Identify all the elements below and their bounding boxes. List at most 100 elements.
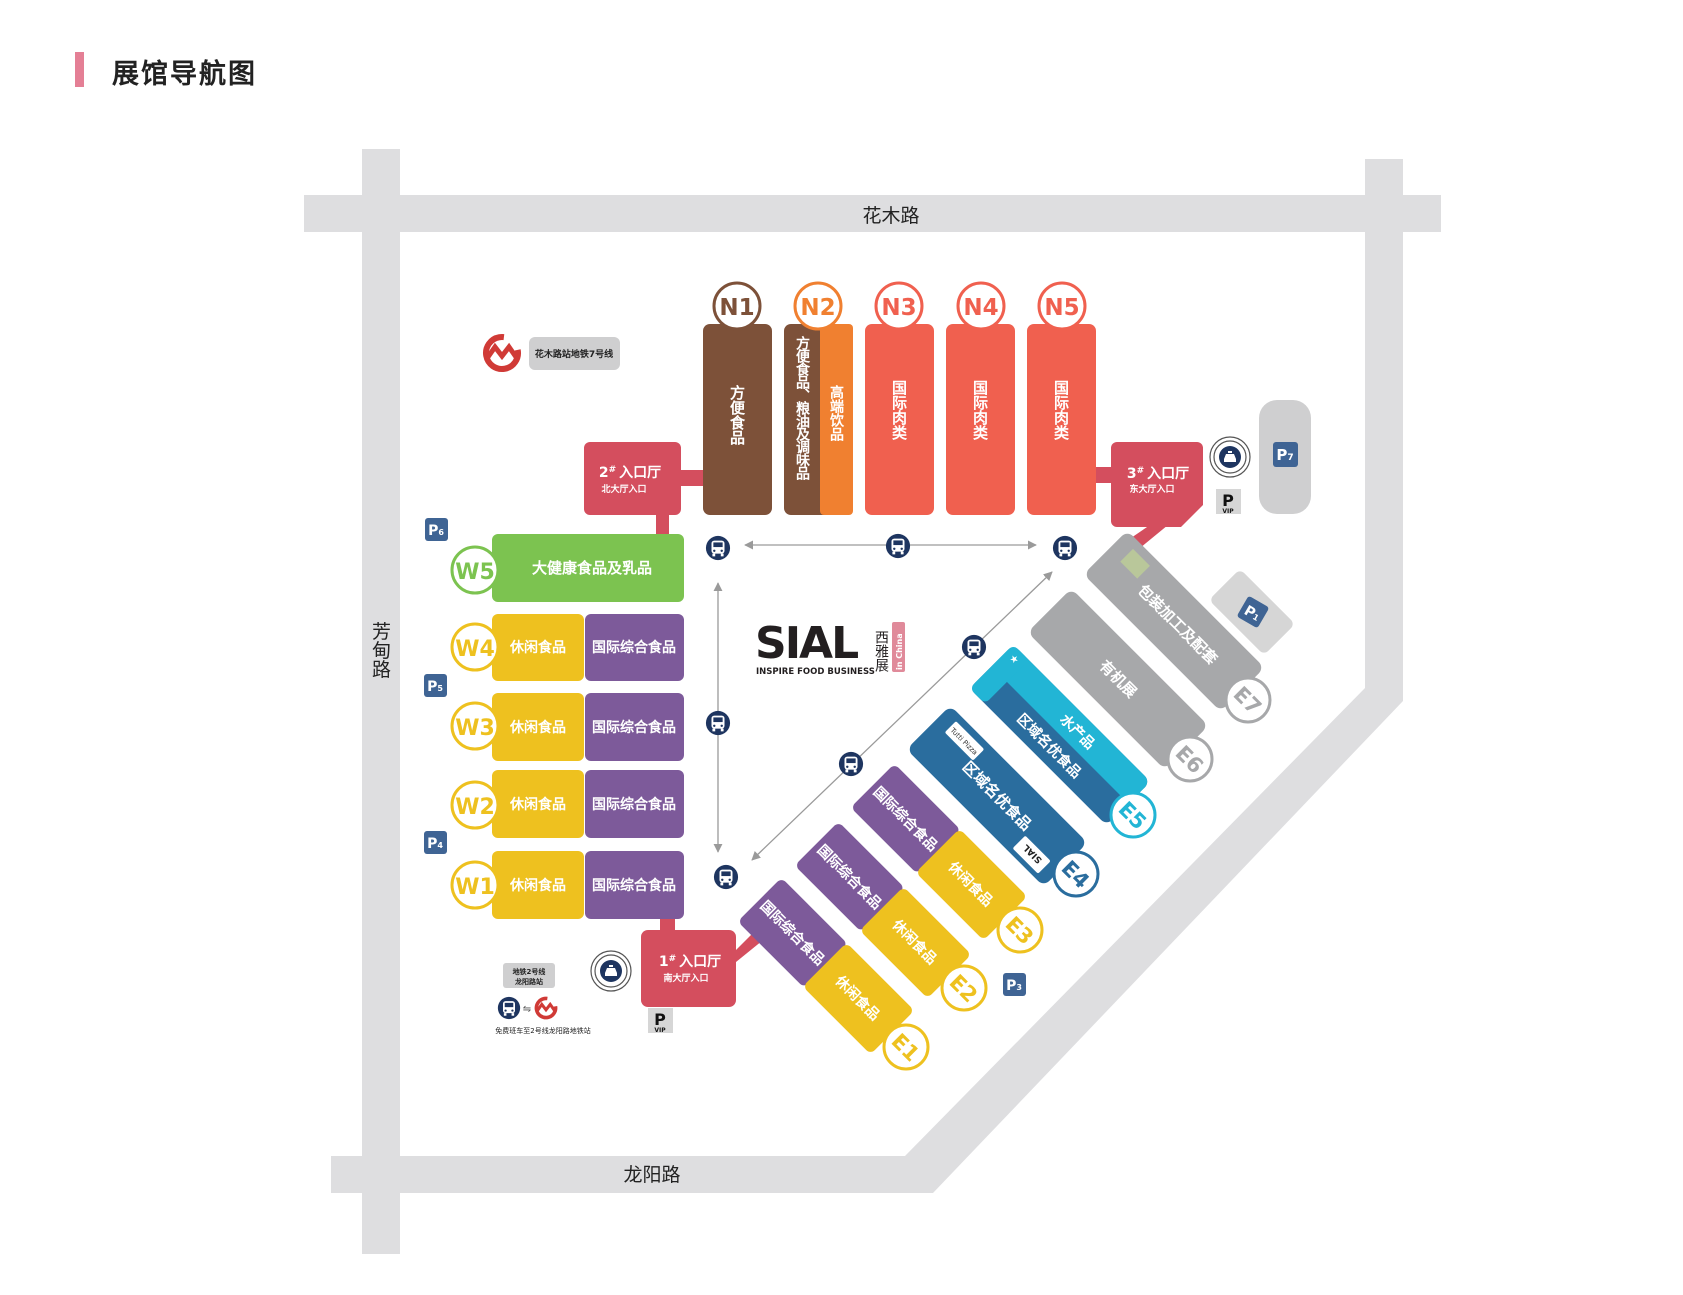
swap-icon: ⇋ [523, 1004, 531, 1015]
bus-stop-icon[interactable] [885, 533, 911, 559]
hall-label: 休闲食品 [509, 719, 566, 736]
hall-N4[interactable]: 国际肉类 N4 [946, 281, 1015, 515]
exhibit-thumbnail [1120, 548, 1150, 579]
hall-label: 方便食品、粮油及调味品 [794, 335, 810, 481]
bus-stop-icon[interactable] [961, 634, 987, 660]
shuttle-bus-icon [497, 996, 521, 1020]
hall-label-2: 高端饮品 [828, 384, 845, 442]
bus-stop-icon[interactable] [713, 864, 739, 890]
road-west [362, 149, 400, 1254]
road-label-north: 花木路 [862, 205, 919, 227]
road-east [1365, 159, 1403, 701]
entrance-number: 2 [599, 465, 609, 481]
hall-W4[interactable]: 休闲食品 国际综合食品 W4 [450, 614, 684, 681]
svg-text:P4: P4 [427, 836, 443, 852]
hall-id: N3 [881, 295, 916, 321]
sial-brand: SIAL [755, 618, 858, 669]
entrance-number: 3 [1127, 466, 1137, 482]
entrance-number: 1 [659, 954, 669, 970]
hall-label: 国际肉类 [890, 380, 908, 441]
hall-E1[interactable]: 国际综合食品 休闲食品 [738, 878, 915, 1055]
hall-N3[interactable]: 国际肉类 N3 [865, 281, 934, 515]
road-north [304, 195, 1441, 232]
title-accent-bar [75, 52, 84, 87]
metro-north-pill [529, 337, 620, 370]
hall-W2[interactable]: 休闲食品 国际综合食品 W2 [450, 770, 684, 838]
metro-icon [534, 996, 558, 1020]
entrance-1[interactable]: 1#入口厅 南大厅入口 [641, 930, 736, 1007]
entrance-sub: 北大厅入口 [601, 483, 646, 495]
hall-id: N4 [963, 295, 998, 321]
hall-N1[interactable]: 方便食品 N1 [703, 281, 772, 515]
hall-N2[interactable]: 方便食品、粮油及调味品 高端饮品 N2 [784, 281, 853, 515]
hall-label: 国际肉类 [971, 380, 989, 441]
hall-label: 休闲食品 [509, 877, 566, 894]
bus-stop-icon[interactable] [838, 751, 864, 777]
vip-parking[interactable]: P VIP [1216, 489, 1241, 515]
hall-label-2: 国际综合食品 [592, 639, 676, 656]
svg-text:P6: P6 [428, 523, 444, 539]
parking-p1[interactable]: P1 [1237, 596, 1270, 629]
hall-id: W5 [455, 560, 495, 585]
hall-W1[interactable]: 休闲食品 国际综合食品 W1 [450, 851, 684, 919]
parking-letter: P [1222, 491, 1234, 510]
svg-text:2#入口厅: 2#入口厅 [599, 465, 661, 481]
hall-id: W3 [455, 716, 495, 741]
svg-text:1#入口厅: 1#入口厅 [659, 954, 721, 970]
hall-W5[interactable]: 大健康食品及乳品 W5 [450, 534, 684, 602]
hall-N5[interactable]: 国际肉类 N5 [1027, 281, 1096, 515]
vip-label: VIP [654, 1027, 666, 1034]
road-south [331, 1156, 933, 1193]
metro-north-label: 花木路站地铁7号线 [535, 348, 613, 360]
metro-south-line1: 地铁2号线 [513, 967, 546, 976]
hall-W3[interactable]: 休闲食品 国际综合食品 W3 [450, 693, 684, 761]
entrance-hash: # [609, 465, 617, 475]
hall-label: 大健康食品及乳品 [532, 559, 652, 577]
road-label-west: 芳甸路 [369, 621, 391, 678]
entrance-sub: 南大厅入口 [663, 972, 708, 984]
parking-letter: P [654, 1010, 666, 1029]
hall-id: N2 [800, 295, 835, 321]
parking-p3[interactable]: P3 [1003, 973, 1026, 996]
e-hall-ids: E1 E2 E3 E4 E5 E6 E7 [882, 676, 1272, 1071]
entrance-name: 入口厅 [619, 465, 661, 481]
hall-label: 休闲食品 [509, 639, 566, 656]
hall-label: 休闲食品 [509, 796, 566, 813]
road-diagonal [880, 650, 1403, 1193]
hall-label-2: 国际综合食品 [592, 877, 676, 894]
bus-stop-icon[interactable] [705, 535, 731, 561]
svg-text:P1: P1 [1241, 603, 1263, 625]
page-title: 展馆导航图 [112, 59, 257, 90]
parking-p7[interactable]: P7 [1273, 442, 1298, 467]
entrance-2[interactable]: 2#入口厅 北大厅入口 [584, 442, 681, 515]
sial-cn: 西雅展 [873, 630, 889, 672]
hall-id: W2 [455, 795, 495, 820]
hall-label: 方便食品 [728, 384, 746, 446]
metro-south-info: 地铁2号线 龙阳路站 ⇋ 免费班车至2号线龙阳路地铁站 [495, 963, 591, 1035]
vip-label: VIP [1222, 508, 1234, 515]
taxi-stand-icon[interactable] [590, 950, 632, 992]
bus-stop-icon[interactable] [705, 710, 731, 736]
entrance-hash: # [1137, 466, 1145, 476]
svg-text:3#入口厅: 3#入口厅 [1127, 466, 1189, 482]
parking-p4[interactable]: P4 [424, 831, 447, 854]
hall-E6[interactable]: 有机展 [1027, 588, 1208, 769]
entrance-name: 入口厅 [1147, 466, 1189, 482]
svg-text:P3: P3 [1006, 978, 1022, 994]
bus-stop-icon[interactable] [1052, 535, 1078, 561]
entrance-3[interactable]: 3#入口厅 东大厅入口 [1111, 442, 1203, 527]
sial-logo: SIAL INSPIRE FOOD BUSINESS 西雅展 in China [755, 618, 905, 677]
hall-label-2: 国际综合食品 [592, 796, 676, 813]
parking-p5[interactable]: P5 [424, 674, 447, 697]
metro-south-line2: 龙阳路站 [514, 977, 543, 986]
metro-icon [483, 334, 520, 371]
parking-p6[interactable]: P6 [425, 518, 448, 541]
hall-id: N1 [719, 295, 754, 321]
hall-id: W4 [455, 637, 495, 662]
road-label-south: 龙阳路 [623, 1164, 680, 1186]
taxi-stand-icon[interactable] [1209, 436, 1251, 478]
sial-tagline: INSPIRE FOOD BUSINESS [756, 667, 875, 677]
hall-id: N5 [1044, 295, 1079, 321]
vip-parking[interactable]: P VIP [648, 1008, 673, 1034]
